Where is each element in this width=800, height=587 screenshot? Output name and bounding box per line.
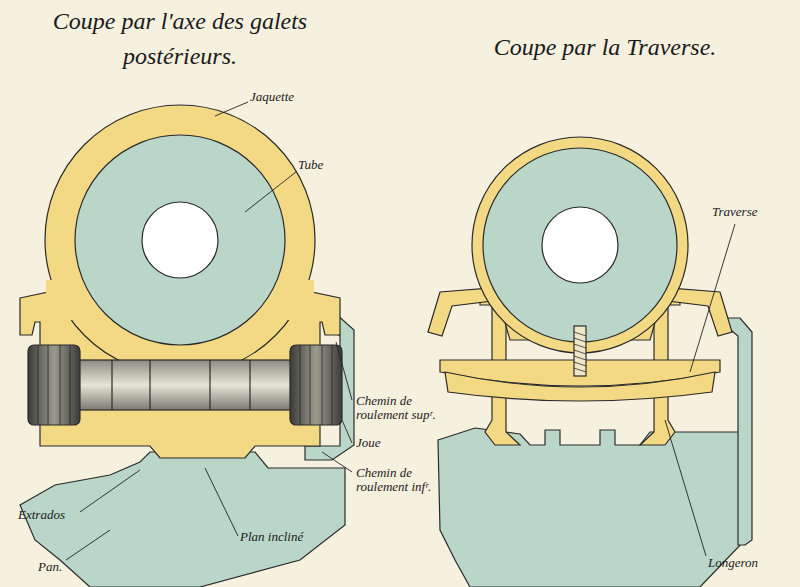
part-label: Longeron [708,556,793,570]
part-label: Traverse [712,205,792,219]
part-label: Tube [298,158,358,172]
part-label: Chemin de roulement supʳ. [356,394,444,423]
part-label: Extrados [18,508,88,522]
part-label: Jaquette [250,90,340,104]
section-title: Coupe par l'axe des galets postérieurs. [25,4,335,74]
section-title: Coupe par la Traverse. [440,30,770,65]
part-label: Pan. [38,560,88,574]
part-label: Plan incliné [240,530,340,544]
part-label: Joue [356,436,416,450]
part-label: Chemin de roulement infʳ. [356,466,444,495]
